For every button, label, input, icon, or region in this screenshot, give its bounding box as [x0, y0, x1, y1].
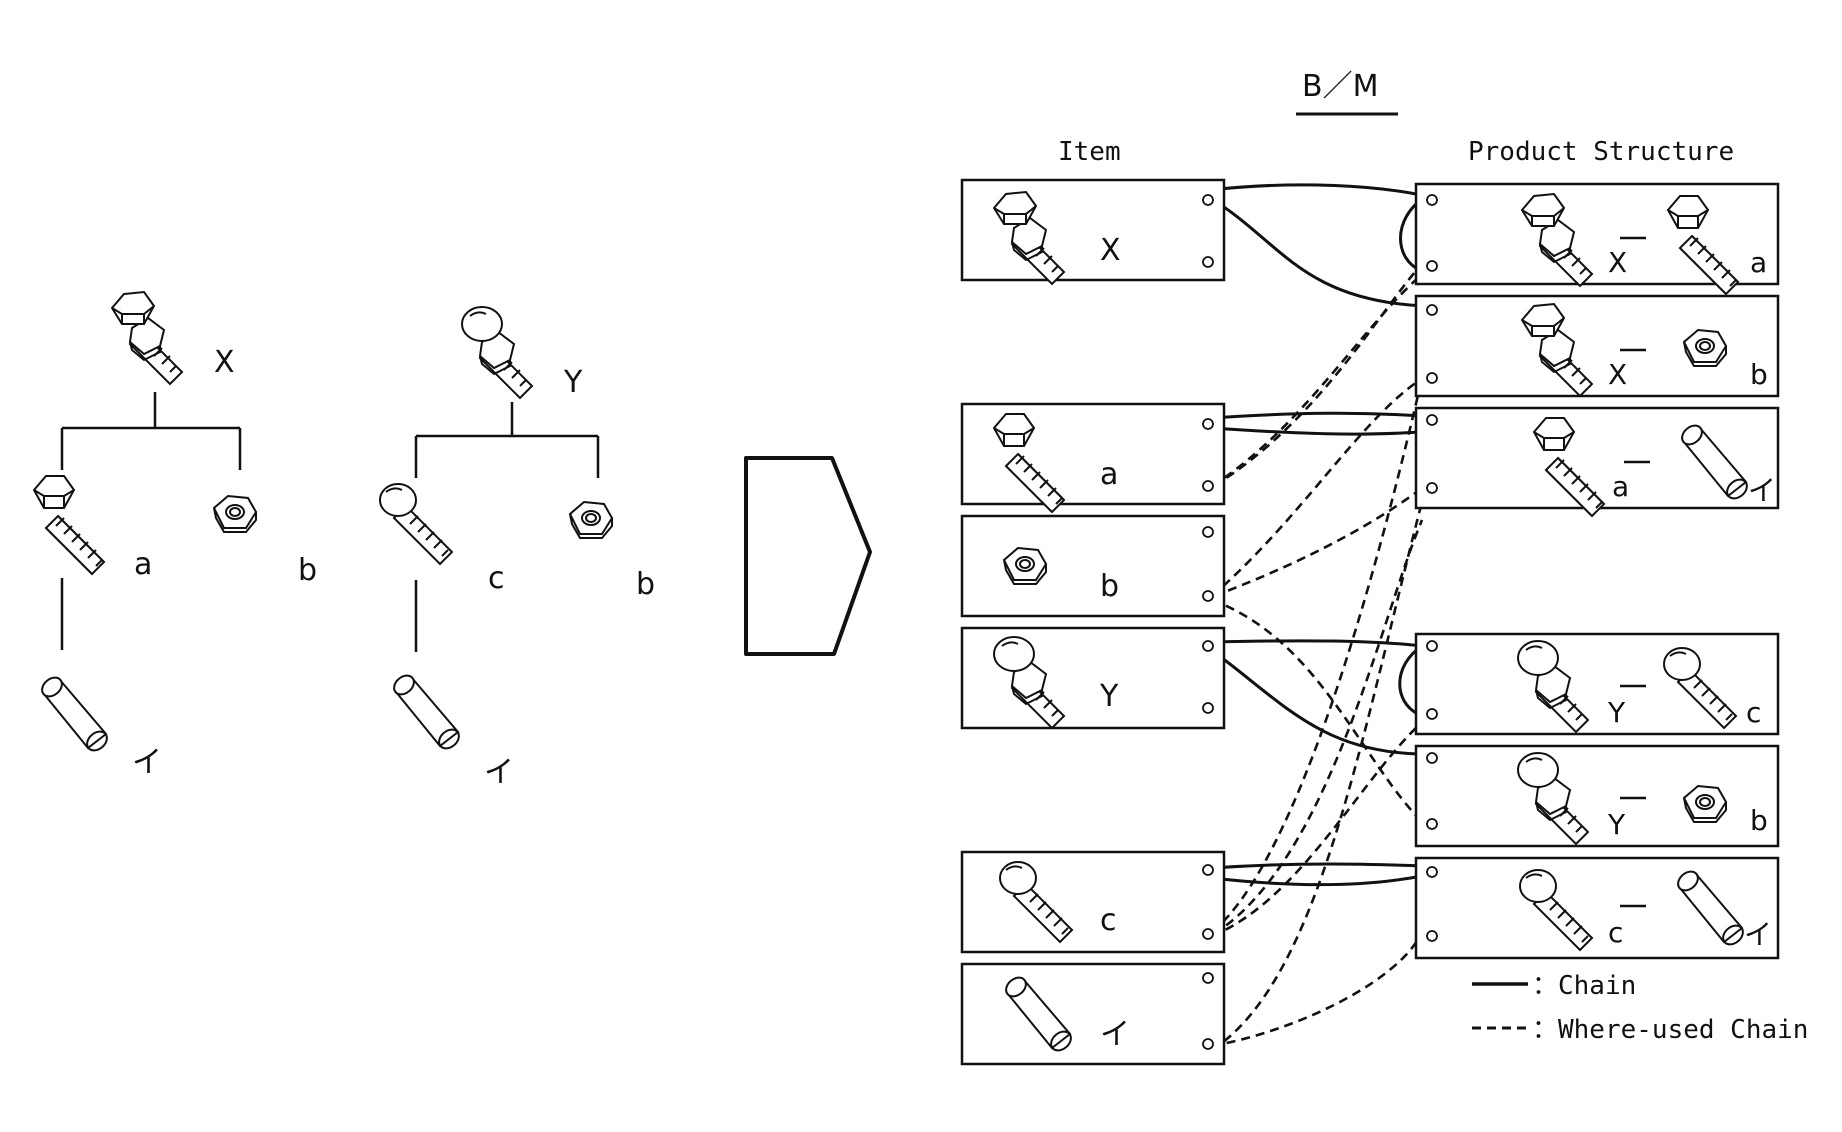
item-box-b: b: [960, 514, 1226, 618]
structure-box-y-c: Y c: [1414, 632, 1780, 736]
structure-child-label: イ: [1748, 474, 1776, 507]
tree-y-branches: [414, 402, 600, 478]
chain-port: [1202, 640, 1214, 652]
item-box-i: イ: [960, 962, 1226, 1066]
item-box-x: X: [960, 178, 1226, 285]
structure-child-label: c: [1746, 696, 1761, 729]
bolt-with-nut-icon: [111, 291, 183, 385]
chains: [1209, 183, 1427, 1052]
chain-port: [1202, 194, 1214, 206]
structure-box-y-b: Y b: [1414, 744, 1780, 848]
where-used-port: [1426, 930, 1438, 942]
chain-port: [1426, 194, 1438, 206]
hex-nut-icon: [569, 501, 613, 539]
where-used-port: [1202, 256, 1214, 268]
hex-nut-icon: [1003, 547, 1047, 585]
item-label: a: [1100, 457, 1118, 492]
structure-parent-label: X: [1608, 246, 1627, 279]
structure-parent-label: c: [1608, 916, 1623, 949]
pin-icon: [37, 672, 112, 756]
structure-box-x-a: X a: [1414, 182, 1780, 295]
structure-header: Product Structure: [1468, 137, 1734, 167]
where-used-port: [1202, 1038, 1214, 1050]
tree-x-branches: [60, 392, 242, 470]
item-label: Y: [1099, 679, 1119, 714]
structure-parent-label: a: [1612, 470, 1629, 503]
structure-child-label: a: [1750, 246, 1767, 279]
legend: ：Chain ：Where-used Chain: [1472, 971, 1808, 1045]
hex-nut-icon: [213, 495, 257, 533]
where-used-port: [1426, 708, 1438, 720]
chain-port: [1426, 414, 1438, 426]
chain-port: [1426, 866, 1438, 878]
tree-y-child-c-label: c: [488, 561, 505, 596]
tree-x-grandchild-label: イ: [132, 745, 162, 780]
item-header: Item: [1058, 137, 1121, 167]
chain-port: [1202, 972, 1214, 984]
hex-nut-icon: [1683, 329, 1727, 367]
item-box-y: Y: [960, 626, 1226, 730]
structure-parent-label: X: [1608, 358, 1627, 391]
bm-title: B／M: [1302, 69, 1378, 104]
where-used-port: [1426, 372, 1438, 384]
chain-port: [1426, 752, 1438, 764]
round-head-bolt-icon: [379, 483, 453, 565]
chain-port: [1426, 304, 1438, 316]
where-used-port: [1202, 928, 1214, 940]
where-used-port: [1426, 482, 1438, 494]
chain-port: [1426, 640, 1438, 652]
structure-child-label: b: [1750, 358, 1768, 391]
tree-y: Y c b イ: [379, 306, 655, 790]
item-label: X: [1100, 233, 1121, 268]
tree-x-child-a-label: a: [134, 547, 152, 582]
tree-x: X a b イ: [33, 291, 317, 780]
where-used-port: [1202, 702, 1214, 714]
structure-box-c-i: c イ: [1414, 856, 1780, 960]
hex-bolt-icon: [33, 475, 105, 575]
structure-child-label: b: [1750, 804, 1768, 837]
item-label: c: [1100, 903, 1117, 938]
tree-x-root-label: X: [214, 345, 235, 380]
hex-nut-icon: [1683, 785, 1727, 823]
tree-y-root-label: Y: [563, 365, 583, 400]
legend-chain-label: ：Chain: [1532, 971, 1636, 1001]
item-label: イ: [1100, 1017, 1130, 1052]
structure-box-a-i: a イ: [1414, 406, 1780, 517]
tree-x-child-b-label: b: [298, 553, 317, 588]
item-label: b: [1100, 569, 1119, 604]
tree-y-child-b-label: b: [636, 567, 655, 602]
structure-box-x-b: X b: [1414, 294, 1780, 398]
structure-parent-label: Y: [1607, 808, 1626, 841]
where-used-port: [1426, 260, 1438, 272]
where-used-port: [1426, 818, 1438, 830]
legend-where-used-label: ：Where-used Chain: [1532, 1015, 1808, 1045]
chain-port: [1202, 864, 1214, 876]
structure-child-label: イ: [1744, 918, 1772, 951]
where-used-port: [1202, 590, 1214, 602]
item-box-c: c: [960, 850, 1226, 954]
chain-port: [1202, 526, 1214, 538]
structure-parent-label: Y: [1607, 696, 1626, 729]
chain-port: [1202, 418, 1214, 430]
pin-icon: [389, 670, 464, 754]
item-box-a: a: [960, 402, 1226, 513]
transform-arrow: [744, 456, 872, 656]
tree-y-grandchild-label: イ: [484, 755, 514, 790]
where-used-port: [1202, 480, 1214, 492]
round-bolt-with-nut-icon: [461, 306, 533, 399]
